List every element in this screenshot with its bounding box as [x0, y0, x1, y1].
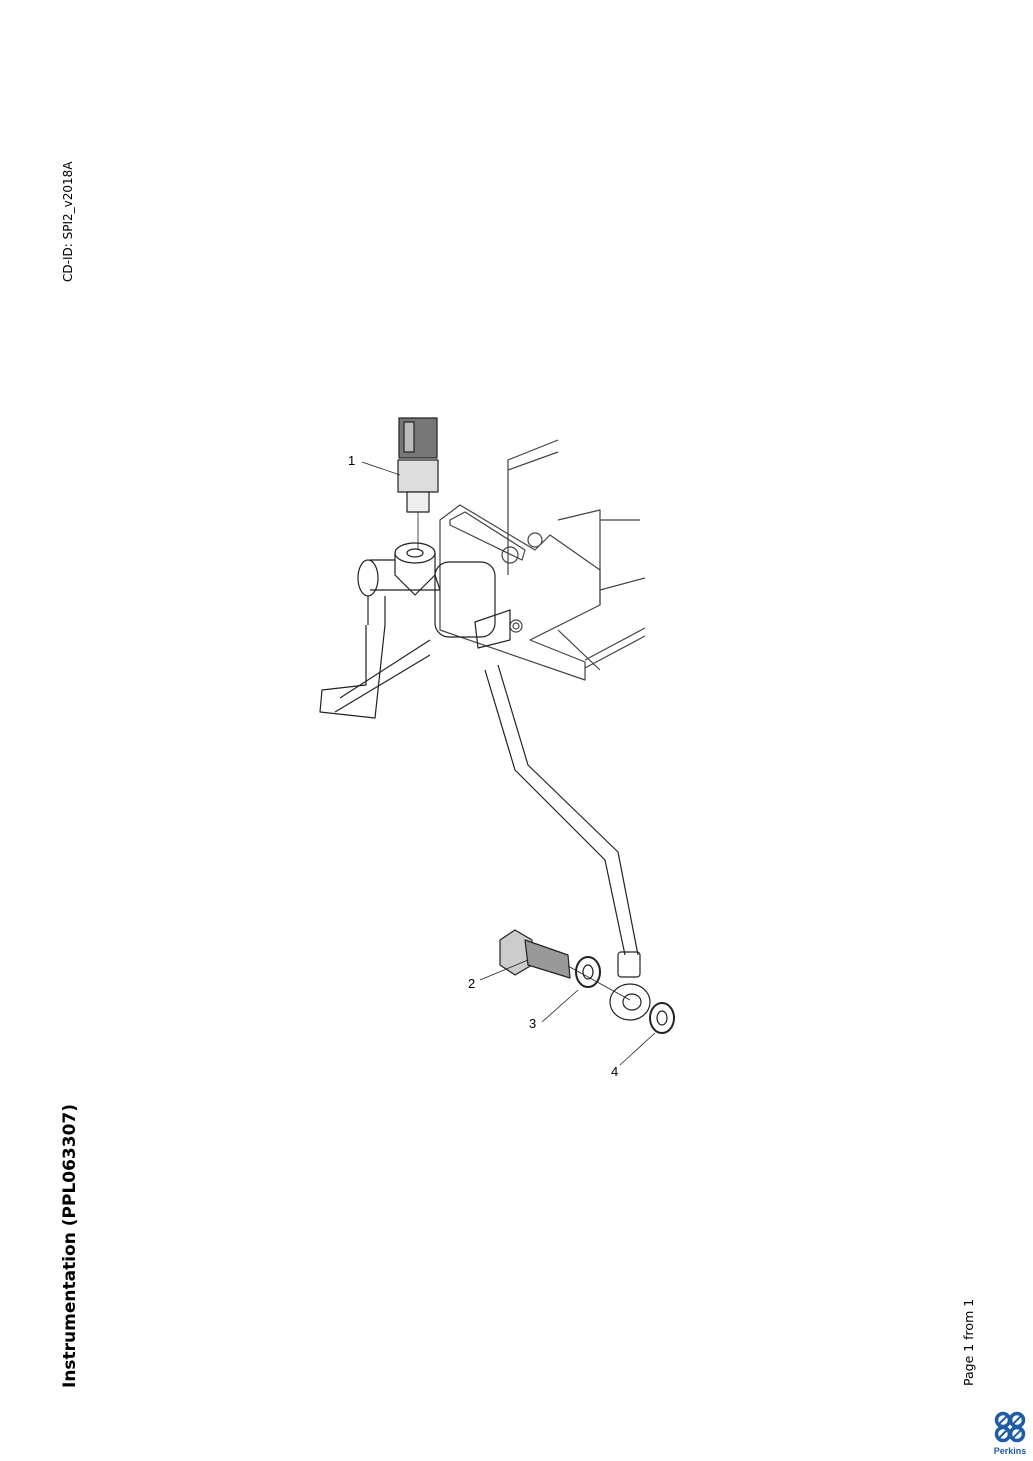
callout-1: 1: [348, 453, 355, 468]
callout-2: 2: [468, 976, 475, 991]
washer-3-hole: [582, 964, 594, 980]
engine-block: [439, 439, 646, 681]
oil-pipe: [484, 664, 651, 1021]
washer-3: [575, 956, 601, 988]
page-title: Instrumentation (PPL063307): [60, 1103, 80, 1388]
perkins-logo: Perkins: [988, 1410, 1032, 1460]
cd-id-label: CD-ID: SPI2_v2018A: [61, 161, 75, 282]
perkins-emblem-icon: [994, 1411, 1026, 1443]
leader-lines: [361, 461, 656, 1066]
sensor-boss: [370, 542, 511, 649]
page-number: Page 1 from 1: [961, 1298, 976, 1386]
pressure-switch: [397, 417, 439, 550]
washer-4-hole: [656, 1010, 668, 1026]
callout-3: 3: [529, 1016, 536, 1031]
brand-name: Perkins: [993, 1446, 1027, 1456]
washer-4: [649, 1002, 675, 1034]
callout-4: 4: [611, 1064, 618, 1079]
left-tube: [319, 559, 431, 719]
banjo-bolt: [499, 929, 631, 1001]
parts-exploded-view: 1 2 3 4: [319, 417, 675, 1079]
